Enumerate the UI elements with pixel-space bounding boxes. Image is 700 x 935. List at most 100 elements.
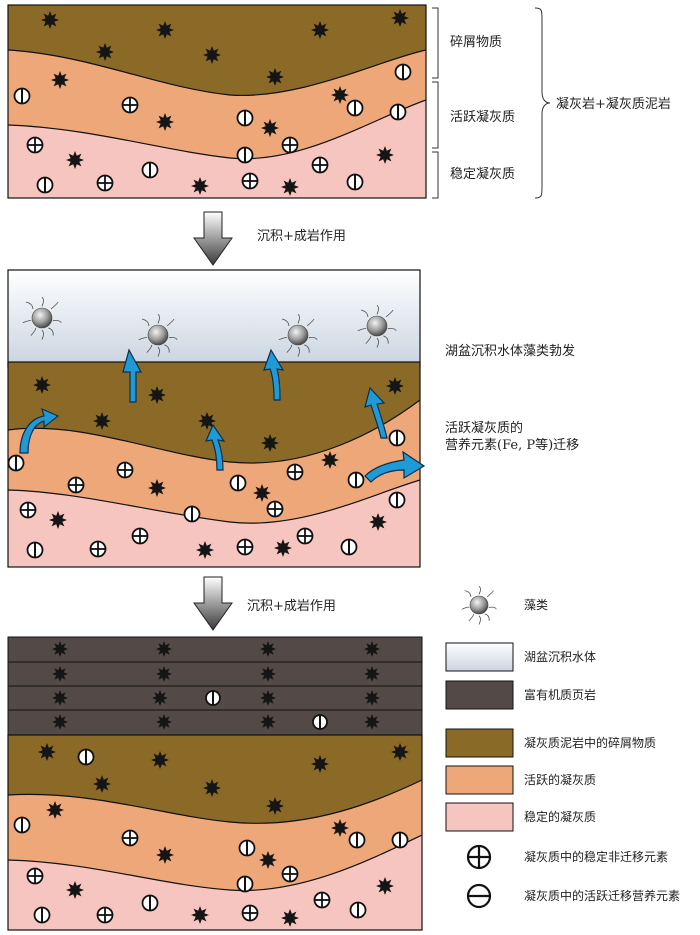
debris-particle-icon <box>260 714 276 730</box>
active-element-icon <box>13 816 31 834</box>
debris-particle-icon <box>376 877 394 895</box>
debris-particle-icon <box>331 819 349 837</box>
stable-element-icon <box>89 540 107 558</box>
active-element-icon <box>229 474 247 492</box>
active-element-icon <box>77 748 95 766</box>
legend-label: 活跃的凝灰质 <box>524 772 596 787</box>
debris-particle-icon <box>191 906 209 924</box>
active-element-icon <box>26 541 44 559</box>
debris-particle-icon <box>281 178 299 196</box>
debris-particle-icon <box>152 690 168 706</box>
debris-particle-icon <box>52 714 68 730</box>
legend-swatch <box>445 642 514 672</box>
debris-particle-icon <box>260 666 276 682</box>
debris-particle-icon <box>364 714 380 730</box>
algae-icon <box>461 585 497 625</box>
debris-particle-icon <box>156 641 172 657</box>
debris-particle-icon <box>203 779 221 797</box>
layer-bracket <box>432 7 551 199</box>
debris-particle-icon <box>148 479 166 497</box>
active-element-icon <box>33 906 51 924</box>
stable-element-icon <box>67 476 85 494</box>
debris-particle-icon <box>311 21 329 39</box>
debris-particle-icon <box>51 71 69 89</box>
stable-element-icon <box>96 174 114 192</box>
legend-item: 富有机质页岩 <box>445 680 596 710</box>
active-element-icon <box>346 99 364 117</box>
stable-element-icon <box>26 136 44 154</box>
active-element-icon <box>13 87 31 105</box>
stable-element-icon <box>296 527 314 545</box>
active-element-icon <box>348 831 366 849</box>
process-arrow-2 <box>193 576 233 631</box>
active-element-icon <box>236 875 254 893</box>
legend: 藻类湖盆沉积水体富有机质页岩凝灰质泥岩中的碎屑物质活跃的凝灰质稳定的凝灰质凝灰质… <box>445 585 680 909</box>
debris-particle-icon <box>198 412 216 430</box>
legend-item: 凝灰质中的稳定非迁移元素 <box>466 844 668 870</box>
debris-particle-icon <box>66 881 84 899</box>
legend-item: 藻类 <box>461 585 548 625</box>
debris-particle-icon <box>52 690 68 706</box>
active-element-icon <box>388 429 406 447</box>
legend-label: 富有机质页岩 <box>524 687 596 702</box>
shale-layers <box>7 636 423 736</box>
stable-element-icon <box>286 463 304 481</box>
legend-swatch <box>445 765 514 795</box>
debris-particle-icon <box>259 851 277 869</box>
debris-particle-icon <box>156 666 172 682</box>
debris-particle-icon <box>151 751 169 769</box>
label-tuff-mudstone: 凝灰岩+凝灰质泥岩 <box>556 96 671 112</box>
active-element-icon <box>238 839 256 857</box>
active-element-icon <box>391 831 409 849</box>
debris-particle-icon <box>364 690 380 706</box>
stable-element-icon <box>241 904 259 922</box>
active-element-icon <box>340 538 358 556</box>
legend-label: 凝灰质中的稳定非迁移元素 <box>524 849 668 864</box>
legend-item: 凝灰质泥岩中的碎屑物质 <box>445 728 656 758</box>
label-active-tuff: 活跃凝灰质 <box>450 109 515 125</box>
algae-icon <box>22 296 62 340</box>
migration-label-line1: 活跃凝灰质的 <box>445 420 523 436</box>
active-element-icon <box>141 894 159 912</box>
debris-particle-icon <box>156 846 174 864</box>
debris-particle-icon <box>331 86 349 104</box>
debris-particle-icon <box>203 46 221 64</box>
active-element-icon <box>389 103 407 121</box>
active-element-icon <box>36 176 54 194</box>
label-stable-tuff: 稳定凝灰质 <box>450 166 515 182</box>
debris-particle-icon <box>266 797 284 815</box>
active-element-icon <box>346 173 364 191</box>
stable-element-icon <box>281 865 299 883</box>
active-element-icon <box>183 505 201 523</box>
stable-element-icon <box>96 906 114 924</box>
migration-arrow <box>19 407 60 454</box>
migration-arrow <box>364 386 388 439</box>
active-element-icon <box>312 714 328 730</box>
debris-particle-icon <box>41 11 59 29</box>
migration-arrow <box>122 348 143 403</box>
debris-particle-icon <box>321 451 339 469</box>
migration-arrow <box>364 450 426 483</box>
legend-swatch <box>445 680 514 710</box>
legend-item: 凝灰质中的活跃迁移营养元素 <box>466 883 680 909</box>
debris-particle-icon <box>253 484 271 502</box>
panel-1-strata <box>7 4 427 199</box>
debris-particle-icon <box>281 909 299 927</box>
migration-label-line2: 营养元素(Fe, P等)迁移 <box>445 437 579 453</box>
active-element-icon <box>236 109 254 127</box>
debris-particle-icon <box>148 386 166 404</box>
legend-label: 稳定的凝灰质 <box>524 809 596 824</box>
debris-particle-icon <box>156 714 172 730</box>
active-element-icon <box>205 690 221 706</box>
debris-particle-icon <box>386 377 404 395</box>
legend-active-element-icon <box>466 883 492 909</box>
debris-particle-icon <box>391 9 409 27</box>
debris-particle-icon <box>156 21 174 39</box>
debris-particle-icon <box>376 146 394 164</box>
stable-element-icon <box>241 172 259 190</box>
legend-label: 凝灰质中的活跃迁移营养元素 <box>524 888 680 903</box>
stable-element-icon <box>311 156 329 174</box>
legend-swatch <box>445 802 514 832</box>
stable-element-icon <box>236 538 254 556</box>
